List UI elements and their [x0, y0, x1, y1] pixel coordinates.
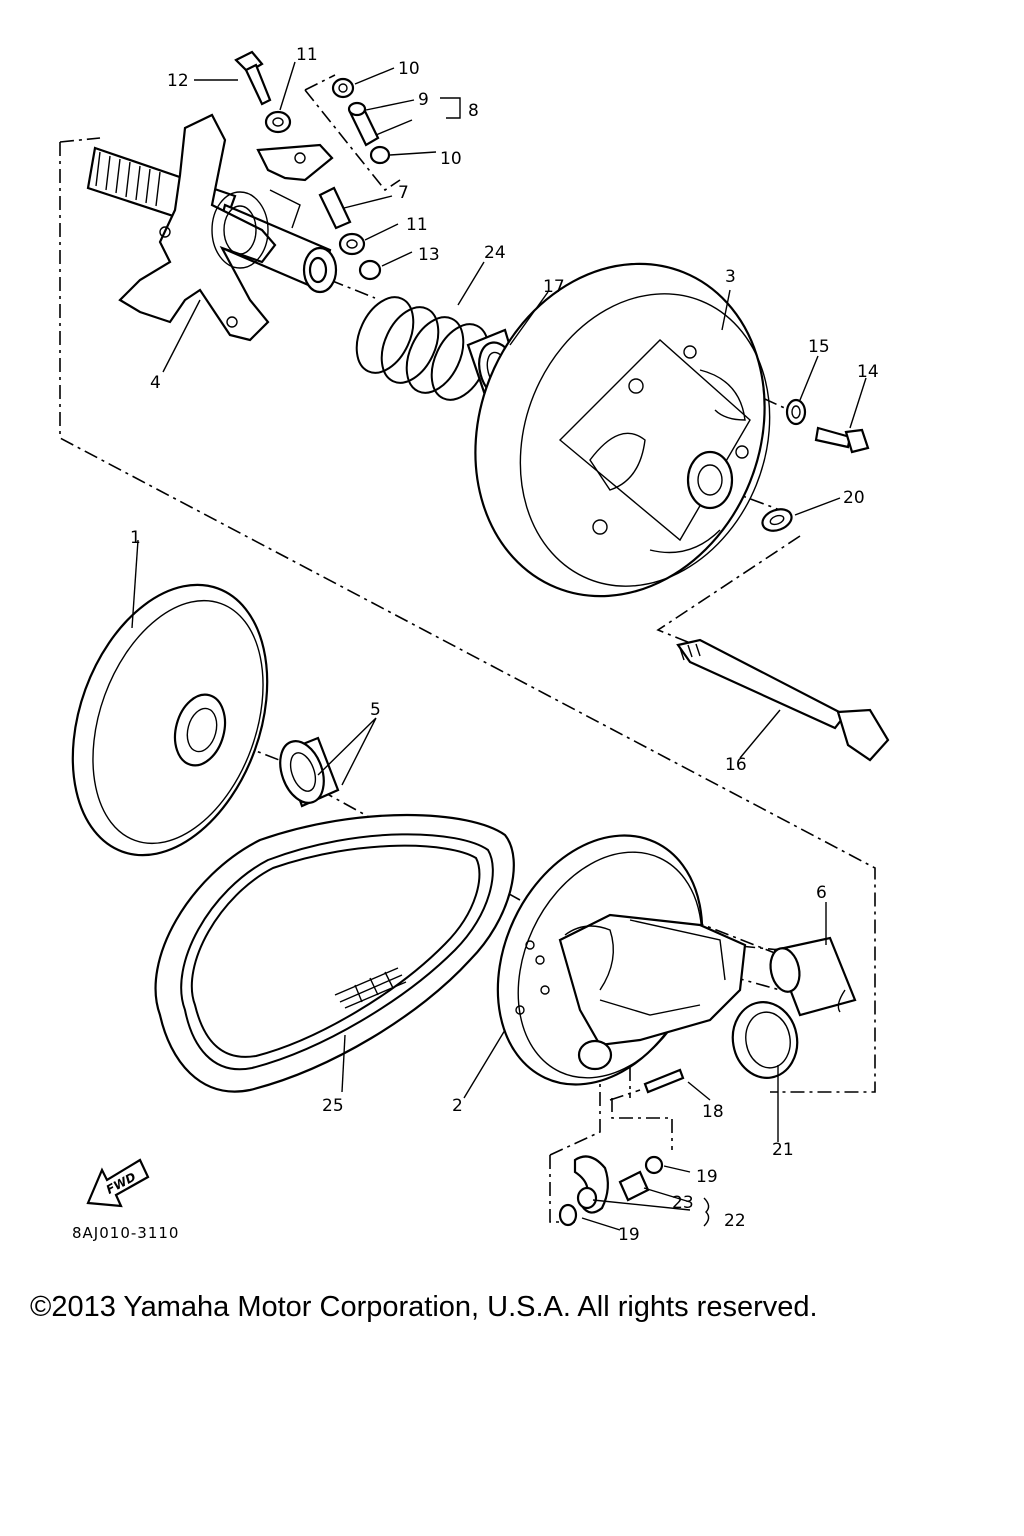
- callout-19-lower: 19: [618, 1225, 640, 1245]
- leader-lines: [131, 61, 867, 1231]
- part-1-movable-sheave: [71, 583, 269, 857]
- callout-24: 24: [484, 243, 506, 263]
- callout-5: 5: [370, 700, 381, 720]
- callout-10-bottom: 10: [440, 149, 462, 169]
- callout-15: 15: [808, 337, 830, 357]
- callout-11-lower: 11: [406, 215, 428, 235]
- part-3-primary-cover: [474, 262, 771, 598]
- callout-21: 21: [772, 1140, 794, 1160]
- copyright-notice: ©2013 Yamaha Motor Corporation, U.S.A. A…: [30, 1291, 818, 1323]
- part-18-pin: [643, 1068, 685, 1094]
- callout-6: 6: [816, 883, 827, 903]
- callout-11-top: 11: [296, 45, 318, 65]
- drawing-code: 8AJ010-3110: [72, 1224, 179, 1242]
- callout-1: 1: [130, 528, 141, 548]
- callout-4: 4: [150, 373, 161, 393]
- fwd-arrow-icon: FWD: [86, 1158, 150, 1208]
- callout-23: 23: [672, 1193, 694, 1213]
- callout-labels: 1 2 3 4 5 6 7 8 9 10 10 11 11 12 13 14 1…: [72, 45, 879, 1245]
- callout-8: 8: [468, 101, 479, 121]
- part-16-long-bolt: [676, 638, 890, 762]
- callout-22: 22: [724, 1211, 746, 1231]
- callout-25: 25: [322, 1096, 344, 1116]
- callout-7: 7: [398, 183, 409, 203]
- part-2-secondary-sheave: [496, 834, 747, 1086]
- callout-2: 2: [452, 1096, 463, 1116]
- part-21-seal-ring: [731, 1001, 799, 1079]
- callout-13: 13: [418, 245, 440, 265]
- callout-19-upper: 19: [696, 1167, 718, 1187]
- part-6-sleeve: [769, 936, 857, 1017]
- callout-18: 18: [702, 1102, 724, 1122]
- callout-9: 9: [418, 90, 429, 110]
- part-4-fixed-sheave-shaft: [86, 113, 338, 342]
- exploded-parts-diagram: FWD 1 2 3 4: [59, 45, 890, 1245]
- part-22-cam-assembly: [558, 1155, 664, 1227]
- callout-16: 16: [725, 755, 747, 775]
- callout-10-top: 10: [398, 59, 420, 79]
- callout-17: 17: [543, 277, 565, 297]
- callout-20: 20: [843, 488, 865, 508]
- callout-12: 12: [167, 71, 189, 91]
- part-5-bushing: [279, 736, 340, 808]
- weight-hardware-group: [234, 50, 391, 281]
- callout-3: 3: [725, 267, 736, 287]
- cover-fasteners: [761, 398, 870, 532]
- part-25-drive-belt: [154, 813, 515, 1093]
- callout-14: 14: [857, 362, 879, 382]
